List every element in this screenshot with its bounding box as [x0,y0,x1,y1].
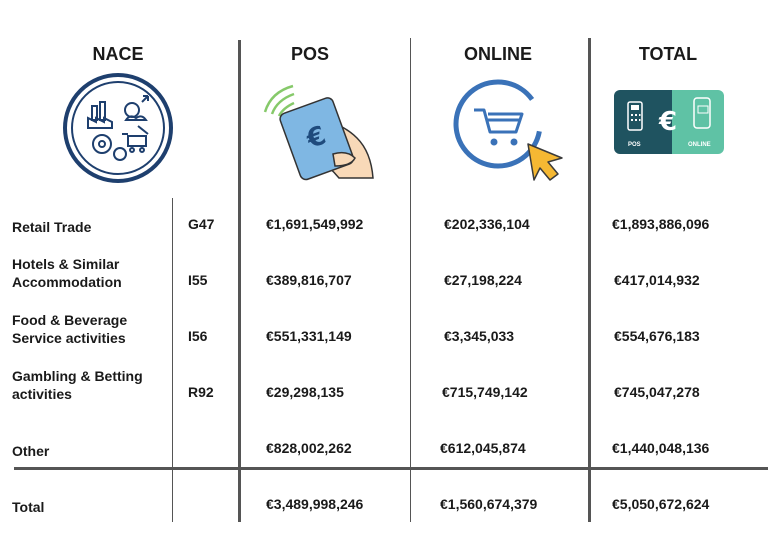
header-online: ONLINE [463,44,532,64]
row-label-retail: Retail Trade [12,219,92,235]
row-online-other: €612,045,874 [440,440,526,456]
row-label-total: Total [12,499,45,515]
badge-online-label: ONLINE [688,142,711,148]
row-online-hotels: €27,198,224 [444,272,522,288]
header-total: TOTAL [638,44,698,64]
online-shopping-cart-icon [453,79,563,181]
svg-text:€: € [658,107,677,137]
industry-sectors-icon [63,73,173,183]
row-code-hotels: I55 [188,272,208,288]
row-pos-retail: €1,691,549,992 [266,216,364,232]
row-code-retail: G47 [188,216,215,232]
row-code-gambling: R92 [188,384,214,400]
row-total-food: €554,676,183 [614,328,700,344]
divider-nace-pos [238,40,241,522]
row-online-food: €3,345,033 [444,328,515,344]
badge-pos-label: POS [628,142,641,148]
row-total-total: €5,050,672,624 [612,496,710,512]
row-pos-food: €551,331,149 [266,328,352,344]
row-total-gambling: €745,047,278 [614,384,700,400]
row-online-retail: €202,336,104 [444,216,530,232]
pos-online-euro-icon: € POS ONLINE [614,90,724,154]
row-online-total: €1,560,674,379 [440,496,538,512]
contactless-card-payment-icon: € [263,84,374,181]
row-code-food: I56 [188,328,208,344]
divider-online-left [410,38,411,468]
divider-online-left-bottom [410,470,411,522]
row-total-retail: €1,893,886,096 [612,216,710,232]
divider-total [588,38,591,522]
row-pos-total: €3,489,998,246 [266,496,364,512]
divider-code [172,198,173,522]
total-separator [14,467,768,470]
row-total-other: €1,440,048,136 [612,440,710,456]
row-pos-hotels: €389,816,707 [266,272,352,288]
row-online-gambling: €715,749,142 [442,384,528,400]
header-nace: NACE [92,44,144,64]
row-pos-gambling: €29,298,135 [266,384,344,400]
row-pos-other: €828,002,262 [266,440,352,456]
row-total-hotels: €417,014,932 [614,272,700,288]
header-pos: POS [290,44,329,64]
row-label-other: Other [12,443,50,459]
